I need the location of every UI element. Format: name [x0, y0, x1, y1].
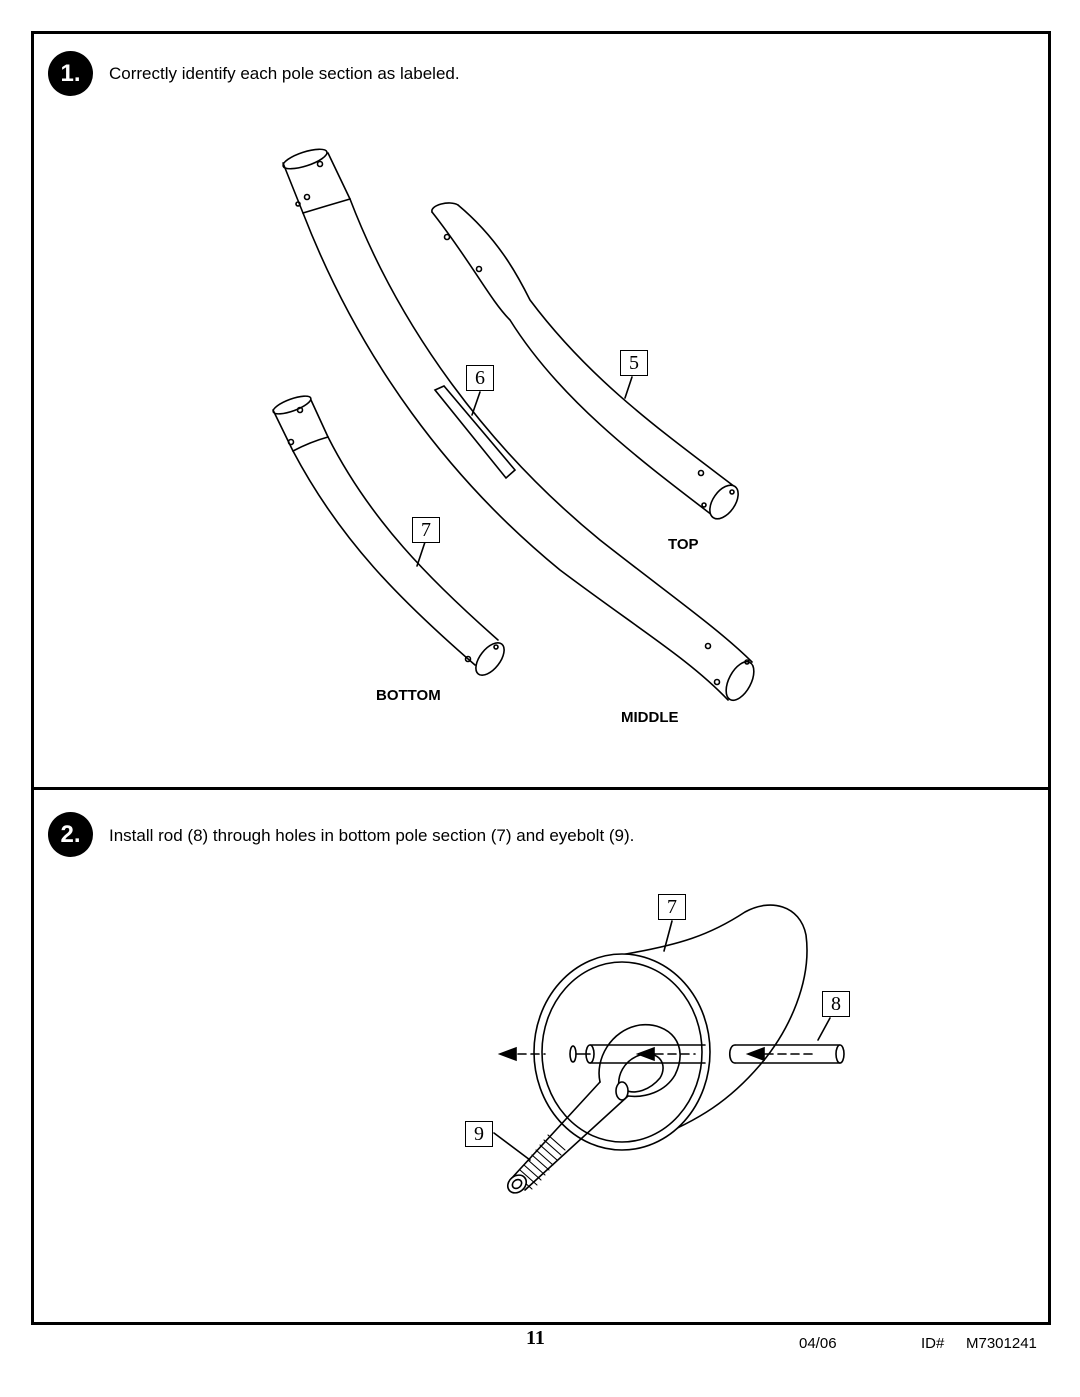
step-1-number: 1. — [60, 59, 81, 87]
leader-9 — [493, 1132, 531, 1161]
label-middle: MIDDLE — [621, 709, 679, 726]
bottom-pole-drawing — [272, 395, 505, 676]
footer-date: 04/06 — [799, 1335, 837, 1352]
callout-part-7: 7 — [412, 517, 440, 543]
step-1-badge: 1. — [48, 51, 93, 96]
callout-part-7-number: 7 — [421, 518, 431, 541]
step-2-number: 2. — [60, 820, 81, 848]
callout-rod-8-number: 8 — [831, 992, 841, 1015]
label-bottom: BOTTOM — [376, 687, 441, 704]
step-2-instruction: Install rod (8) through holes in bottom … — [109, 826, 635, 845]
callout-eyebolt-9-number: 9 — [474, 1122, 484, 1145]
leader-5 — [624, 376, 633, 399]
callout-part-6-number: 6 — [475, 366, 485, 389]
callout-pole-7-number: 7 — [667, 895, 677, 918]
pole-sections-illustration — [272, 148, 755, 702]
step-2-badge: 2. — [48, 812, 93, 857]
footer-id-value: M7301241 — [966, 1335, 1037, 1352]
top-pole-drawing — [431, 202, 739, 520]
middle-pole-drawing — [282, 148, 755, 702]
leader-7 — [416, 541, 426, 567]
leader-6 — [471, 391, 481, 416]
callout-part-5: 5 — [620, 350, 648, 376]
callout-eyebolt-9: 9 — [465, 1121, 493, 1147]
footer-id-label: ID# — [921, 1335, 945, 1352]
page-frame — [31, 31, 1051, 1325]
callout-pole-7: 7 — [658, 894, 686, 920]
page-number: 11 — [526, 1327, 545, 1349]
step-divider — [31, 787, 1051, 790]
label-top: TOP — [668, 536, 699, 553]
callout-rod-8: 8 — [822, 991, 850, 1017]
step-1-instruction: Correctly identify each pole section as … — [109, 64, 460, 83]
callout-part-6: 6 — [466, 365, 494, 391]
leader-8 — [817, 1017, 831, 1041]
callout-part-5-number: 5 — [629, 351, 639, 374]
leader-7b — [663, 920, 673, 952]
